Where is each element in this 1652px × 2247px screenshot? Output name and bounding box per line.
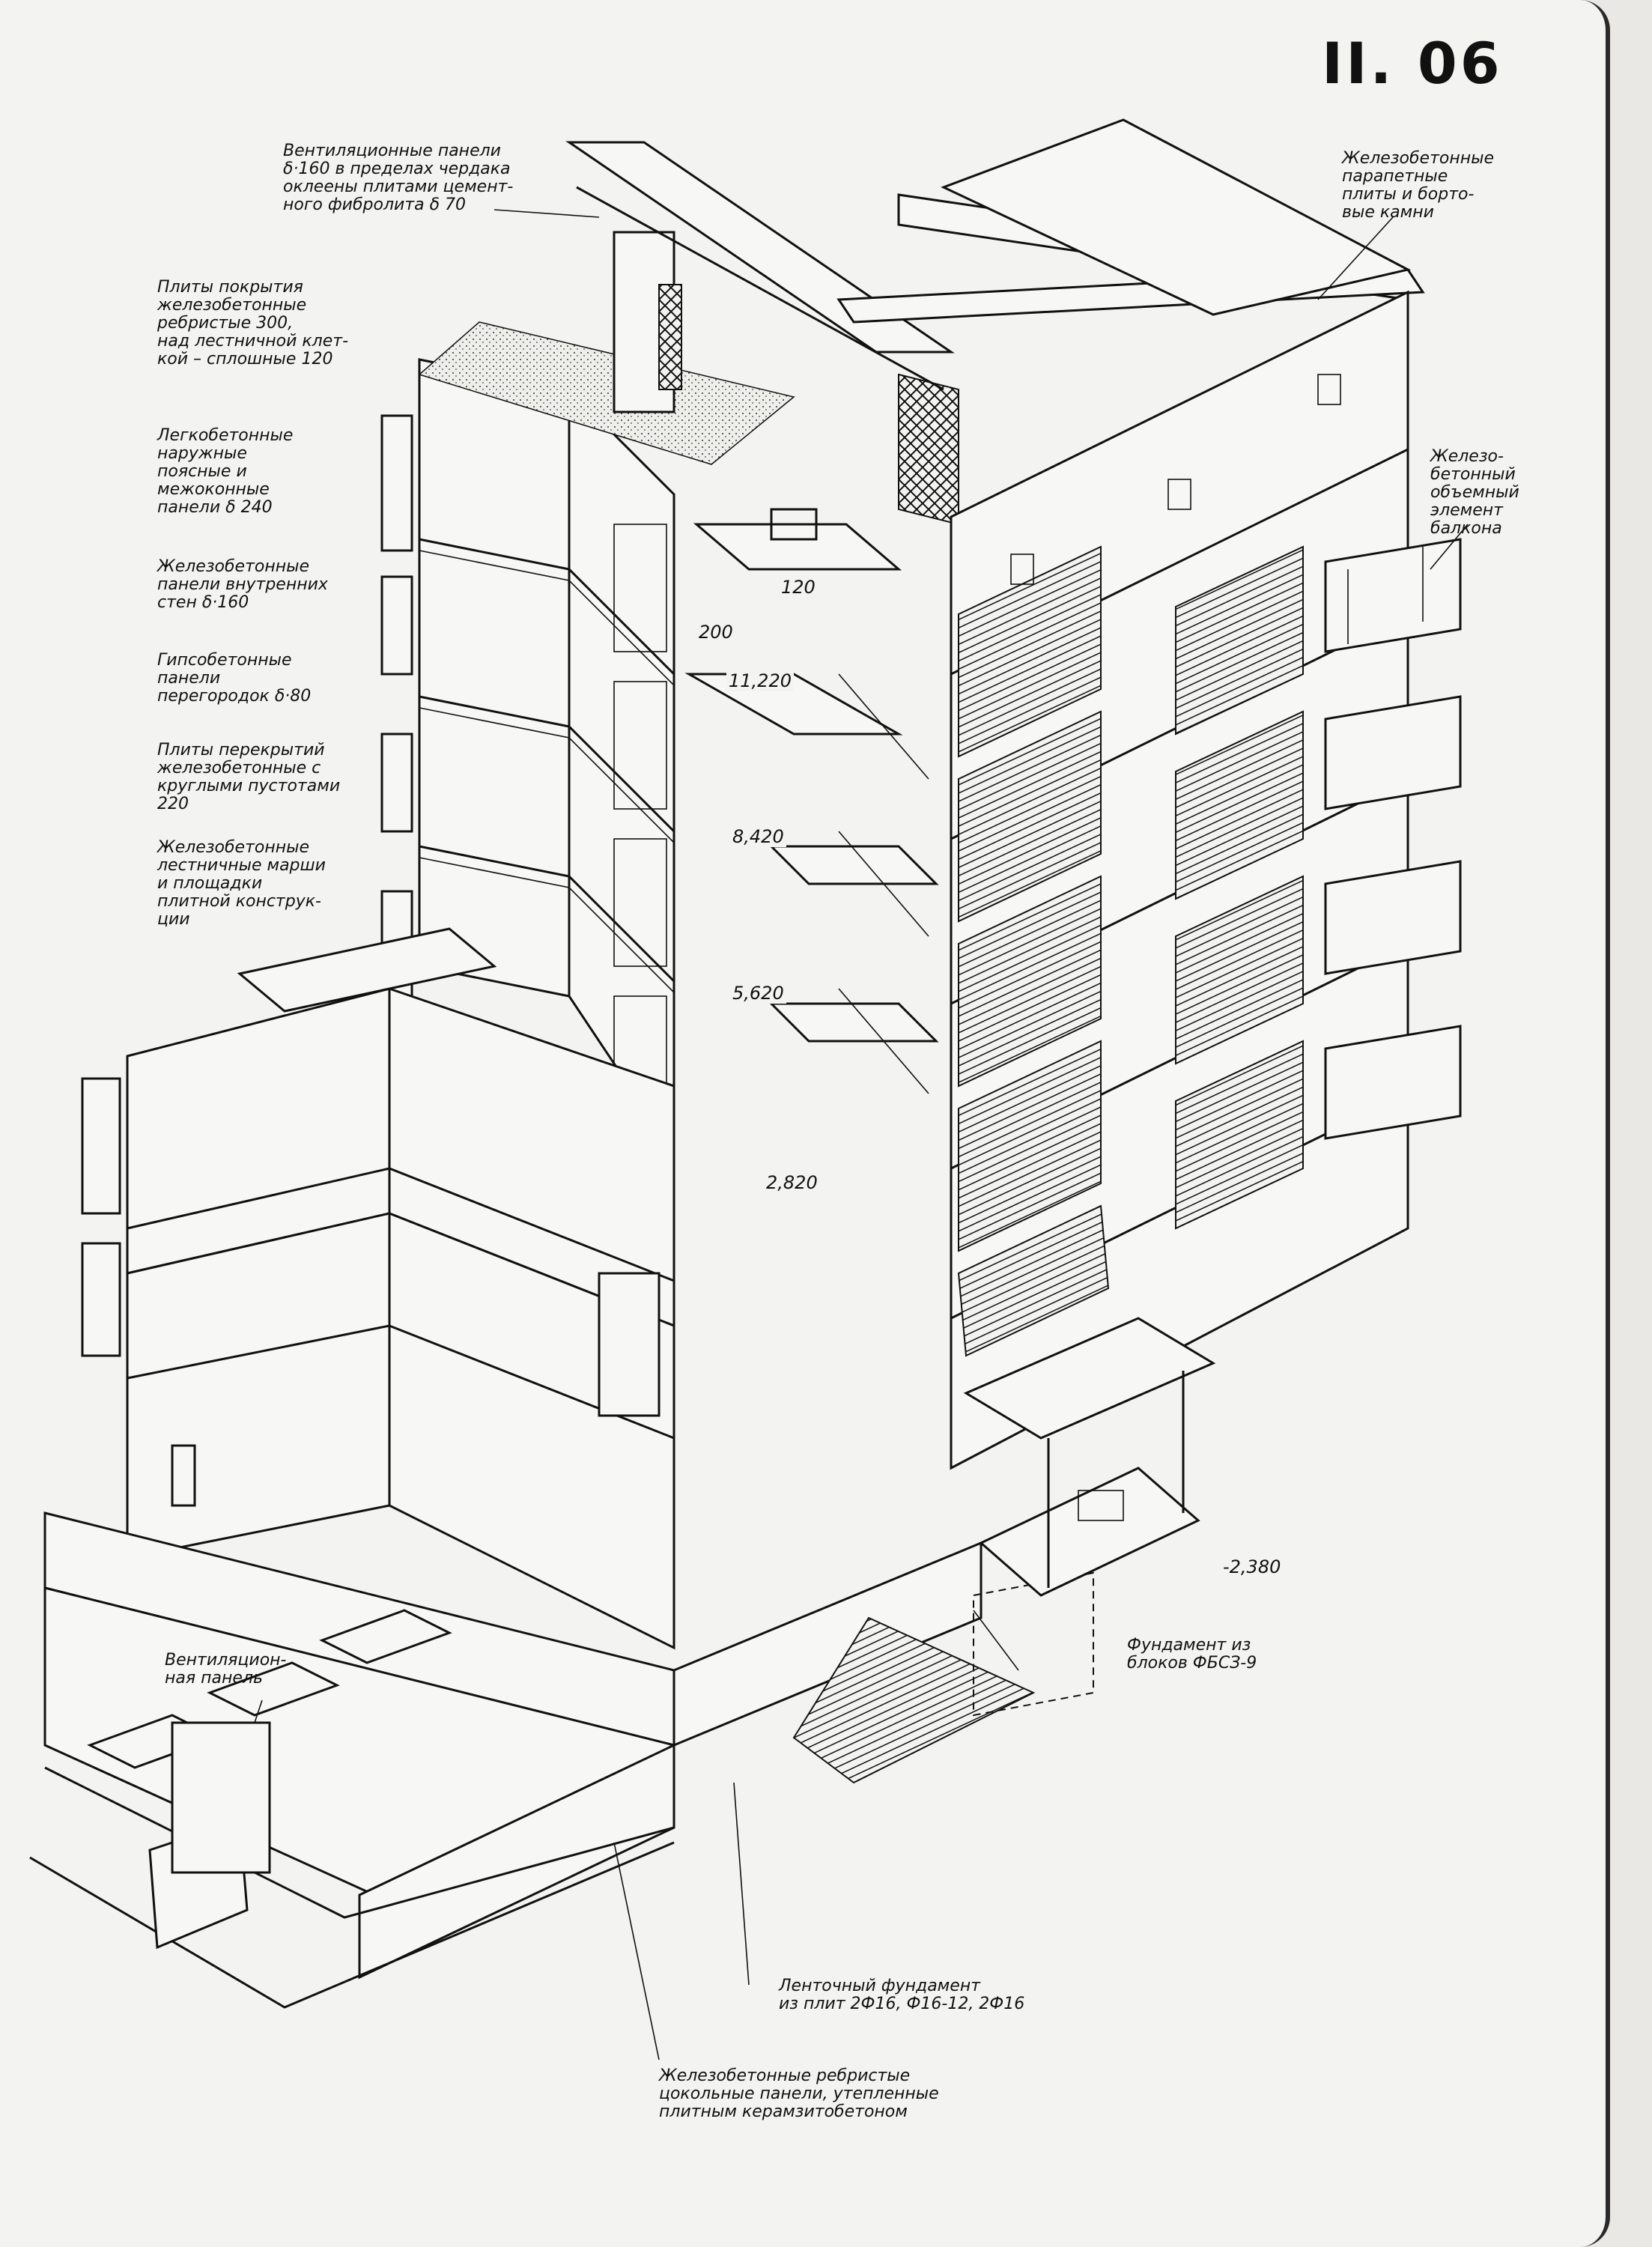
note-foundation-blocks: Фундамент из блоков ФБСЗ-9	[1127, 1636, 1257, 1673]
leader-lines	[254, 209, 1469, 2060]
level-8420: 8,420	[730, 826, 786, 847]
balconies	[1324, 538, 1462, 1140]
stair-core	[684, 508, 939, 1094]
note-balcony-element: Железо- бетонный объемный элемент балкон…	[1430, 447, 1519, 538]
tall-section-cutaway	[380, 321, 795, 1157]
level-2820: 2,820	[764, 1172, 820, 1193]
note-inner-wall-panels: Железобетонные панели внутренних стен δ·…	[157, 557, 328, 612]
dim-120: 120	[779, 577, 818, 598]
note-light-concrete-panels: Легкобетонные наружные поясные и межокон…	[157, 426, 294, 517]
note-parapet-slabs: Железобетонные парапетные плиты и борто-…	[1342, 149, 1495, 222]
basement-foundation	[29, 1511, 1094, 2009]
floor-slab-bands	[419, 538, 675, 993]
dim-200: 200	[696, 622, 735, 643]
entrance-canopy	[963, 1317, 1216, 1597]
note-roof-slabs: Плиты покрытия железобетонные ребристые …	[157, 278, 349, 369]
note-vent-panels-attic: Вентиляционные панели δ·160 в пределах ч…	[283, 142, 514, 214]
page-number: II. 06	[1322, 30, 1503, 97]
main-facade	[950, 290, 1409, 1470]
note-floor-slabs: Плиты перекрытий железобетонные с круглы…	[157, 741, 341, 813]
level-5620: 5,620	[730, 983, 786, 1004]
lower-left-block	[81, 927, 675, 1650]
note-stair-flights: Железобетонные лестничные марши и площад…	[157, 838, 326, 929]
note-plinth-panels: Железобетонные ребристые цокольные панел…	[659, 2066, 939, 2121]
note-gypsum-partitions: Гипсобетонные панели перегородок δ·80	[157, 651, 312, 706]
roof-attic	[565, 118, 1425, 526]
level-11220: 11,220	[726, 670, 794, 691]
note-vent-panel: Вентиляцион- ная панель	[165, 1651, 287, 1687]
level-minus-2380: -2,380	[1221, 1556, 1284, 1577]
note-strip-foundation: Ленточный фундамент из плит 2Ф16, Ф16-12…	[779, 1977, 1025, 2013]
